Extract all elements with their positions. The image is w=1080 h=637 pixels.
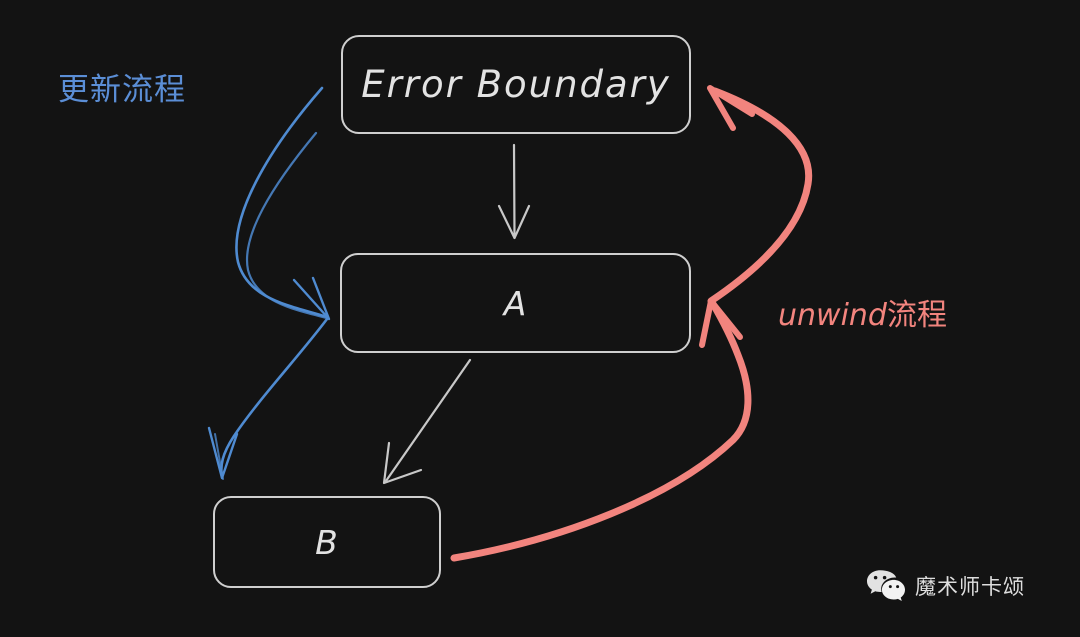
node-b-label: B xyxy=(315,522,339,562)
node-a[interactable]: A xyxy=(340,253,691,353)
connector-update-flow-to-b xyxy=(207,317,329,480)
node-error-boundary[interactable]: Error Boundary xyxy=(341,35,691,134)
unwind-flow-label-latin: unwind xyxy=(778,298,887,333)
watermark-text: 魔术师卡颂 xyxy=(915,575,1025,599)
connector-error-boundary-to-a xyxy=(497,143,531,240)
update-flow-label: 更新流程 xyxy=(58,72,186,108)
connector-unwind-flow-a-to-error-boundary xyxy=(707,85,813,305)
unwind-flow-label: unwind流程 xyxy=(778,290,947,334)
watermark: 魔术师卡颂 xyxy=(866,569,1025,603)
unwind-flow-label-cjk: 流程 xyxy=(886,298,947,333)
node-b[interactable]: B xyxy=(213,496,441,588)
connector-a-to-b xyxy=(382,358,472,485)
node-error-boundary-label: Error Boundary xyxy=(361,63,671,106)
node-a-label: A xyxy=(503,283,528,323)
connector-update-flow-to-a xyxy=(235,86,331,321)
wechat-icon xyxy=(867,570,905,601)
